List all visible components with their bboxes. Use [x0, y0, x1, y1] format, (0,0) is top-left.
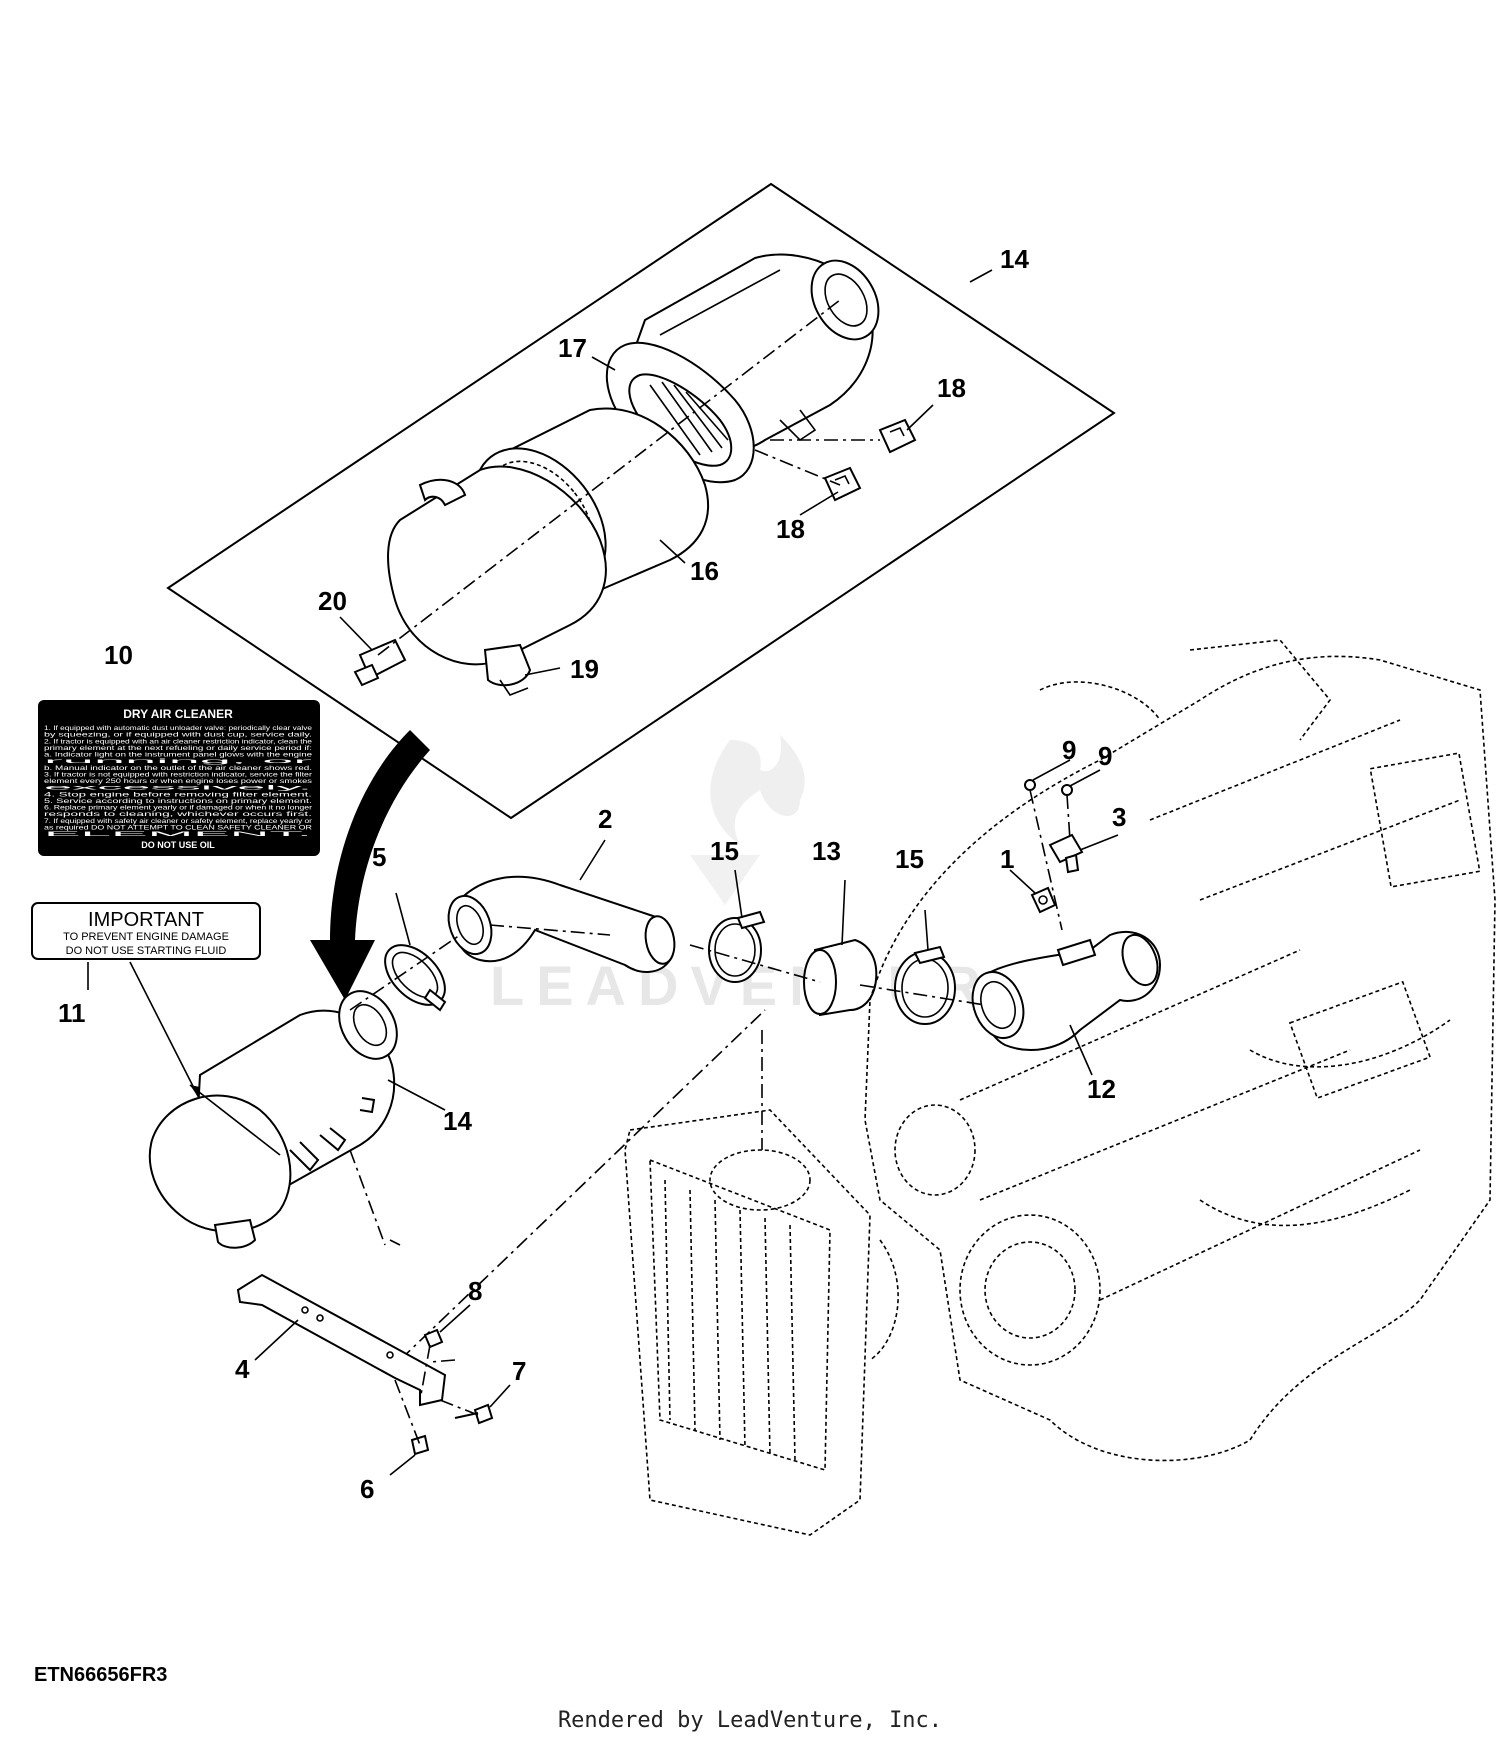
- callout-9-left: 9: [1062, 735, 1076, 765]
- decal-10-line: 4. Stop engine before removing filter el…: [44, 791, 312, 798]
- part-5-clamp: [384, 944, 447, 1012]
- part-3-sensor: [1048, 833, 1084, 874]
- decal-10-line: primary element at the next refueling or…: [44, 745, 312, 752]
- callout-7: 7: [512, 1356, 526, 1386]
- callouts: 14 17 18 18 16 20 19 10 2 15 13 15 5 9 9…: [58, 244, 1126, 1504]
- decal-10-line: 2. If tractor is equipped with an air cl…: [44, 738, 312, 745]
- part-15-clamp-right: [894, 945, 956, 1025]
- callout-15-right: 15: [895, 844, 924, 874]
- leader-11: [129, 961, 201, 1101]
- decal-11-title: IMPORTANT: [88, 909, 204, 931]
- decal-11-line2: DO NOT USE STARTING FLUID: [66, 945, 227, 957]
- callout-20: 20: [318, 586, 347, 616]
- callout-15-left: 15: [710, 836, 739, 866]
- engine: [864, 639, 1496, 1462]
- part-1-bracket: [1030, 886, 1057, 914]
- callout-11: 11: [58, 998, 86, 1028]
- part-6-bolt: [410, 1434, 430, 1456]
- mount-centerline: [349, 1009, 766, 1361]
- callout-14-installed: 14: [443, 1106, 472, 1136]
- part-18-nut-upper: [878, 418, 917, 454]
- part-9-screws: [1024, 779, 1073, 931]
- decal-10-body: 1. If equipped with automatic dust unloa…: [44, 725, 319, 838]
- part-13-tube: [803, 938, 878, 1017]
- callout-10: 10: [104, 640, 133, 670]
- callout-8: 8: [468, 1276, 482, 1306]
- callout-9-right: 9: [1098, 741, 1112, 771]
- part-18-nut-lower: [823, 466, 862, 502]
- part-2-hose: [447, 875, 676, 973]
- duct-centerline: [349, 924, 986, 1011]
- decal-10-line: ELEMENT.: [44, 831, 313, 838]
- decal-10-line: running, or: [44, 758, 319, 765]
- figure-id: ETN66656FR3: [34, 1664, 168, 1686]
- callout-6: 6: [360, 1474, 374, 1504]
- nut-centerline: [754, 439, 880, 486]
- decal-10-line: 5. Service according to instructions on …: [44, 798, 312, 805]
- callout-14-kit: 14: [1000, 244, 1029, 274]
- part-15-clamp-left: [708, 910, 766, 983]
- decal-10-line: b. Manual indicator on the outlet of the…: [44, 765, 312, 772]
- decal-10-line: 7. If equipped with safety air cleaner o…: [44, 818, 313, 825]
- part-19-cover: [387, 465, 607, 696]
- watermark-text: LEADVENTURE: [490, 954, 1042, 1017]
- callout-4: 4: [235, 1354, 250, 1384]
- callout-16: 16: [690, 556, 719, 586]
- decal-10-line: a. Indicator light on the instrument pan…: [44, 752, 312, 759]
- decal-10-line: 1. If equipped with automatic dust unloa…: [44, 725, 312, 732]
- part-14-housing-installed: [148, 990, 398, 1249]
- decal-10-line: 6. Replace primary element yearly or if …: [44, 805, 313, 812]
- callout-17: 17: [558, 333, 587, 363]
- decal-10-line: as required DO NOT ATTEMPT TO CLEAN SAFE…: [44, 824, 312, 831]
- decal-11-important: IMPORTANT TO PREVENT ENGINE DAMAGE DO NO…: [31, 902, 261, 990]
- callout-18-lower: 18: [776, 514, 805, 544]
- callout-2: 2: [598, 804, 612, 834]
- decal-10-footer: DO NOT USE OIL: [141, 840, 215, 850]
- footer-credit: Rendered by LeadVenture, Inc.: [557, 1708, 943, 1733]
- decal-10-dry-air-cleaner: DRY AIR CLEANER 1. If equipped with auto…: [38, 700, 320, 856]
- part-8-nut: [423, 1328, 444, 1349]
- callout-13: 13: [812, 836, 841, 866]
- radiator: [624, 1109, 899, 1536]
- callout-12: 12: [1087, 1074, 1116, 1104]
- callout-19: 19: [570, 654, 599, 684]
- main-leaders: [254, 759, 1119, 1476]
- install-arrow: [310, 730, 430, 1000]
- callout-1: 1: [1000, 844, 1014, 874]
- decal-10-line: by squeezing, or if equipped with dust c…: [44, 732, 312, 739]
- callout-3: 3: [1112, 802, 1126, 832]
- hardware-centerline: [394, 1344, 479, 1446]
- kit-leaders: [339, 269, 993, 676]
- part-4-bracket: [236, 1273, 447, 1407]
- decal-10-title: DRY AIR CLEANER: [123, 707, 233, 721]
- decal-10-line: responds to cleaning, whichever occurs f…: [44, 811, 312, 818]
- decal-11-line1: TO PREVENT ENGINE DAMAGE: [63, 931, 229, 943]
- kit-centerline: [377, 299, 841, 656]
- part-12-elbow: [971, 930, 1162, 1051]
- part-20-valve: [353, 638, 407, 687]
- kit-box: [166, 182, 1116, 820]
- callout-18-upper: 18: [937, 373, 966, 403]
- decal-10-line: element every 250 hours or when engine l…: [44, 778, 313, 785]
- callout-5: 5: [372, 842, 386, 872]
- decal-10-line: excessively.: [44, 785, 313, 792]
- decal-10-line: 3. If tractor is not equipped with restr…: [44, 771, 313, 778]
